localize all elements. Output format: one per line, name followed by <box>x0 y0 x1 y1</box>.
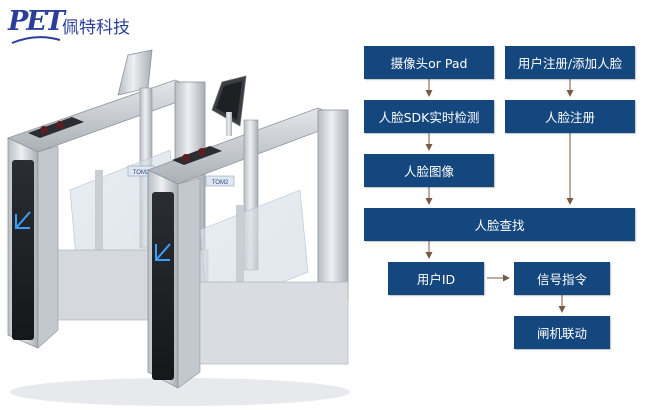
flow-box-face-register: 人脸注册 <box>505 100 635 133</box>
flow-box-sdk-detect: 人脸SDK实时检测 <box>364 100 494 133</box>
flow-box-user-register: 用户注册/添加人脸 <box>505 46 635 79</box>
flow-box-face-image: 人脸图像 <box>364 154 494 187</box>
flow-box-gate-link: 闸机联动 <box>514 316 610 349</box>
flow-box-camera: 摄像头or Pad <box>364 46 494 79</box>
flow-box-signal: 信号指令 <box>514 262 610 295</box>
flow-box-user-id: 用户ID <box>388 262 484 295</box>
flow-box-face-search: 人脸查找 <box>364 208 635 241</box>
